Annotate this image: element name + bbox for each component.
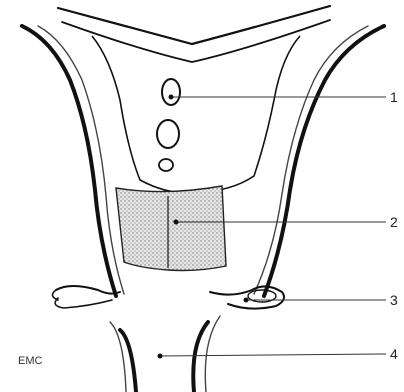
stippled-zone bbox=[116, 186, 226, 271]
upper-band bbox=[58, 6, 330, 62]
gland-medium bbox=[157, 120, 179, 148]
corner-label: EMC bbox=[18, 355, 43, 367]
right-lip bbox=[210, 286, 284, 308]
gland-large bbox=[162, 79, 180, 105]
left-lip bbox=[52, 286, 120, 308]
gland-small bbox=[159, 159, 173, 171]
glands bbox=[157, 79, 180, 171]
callout-label-3: 3 bbox=[390, 292, 398, 308]
callout-label-2: 2 bbox=[390, 214, 398, 230]
callout-label-4: 4 bbox=[390, 346, 398, 362]
cavity-outline bbox=[92, 36, 300, 193]
right-wall bbox=[254, 26, 384, 296]
lower-walls bbox=[110, 316, 220, 392]
callout-label-1: 1 bbox=[390, 89, 398, 105]
